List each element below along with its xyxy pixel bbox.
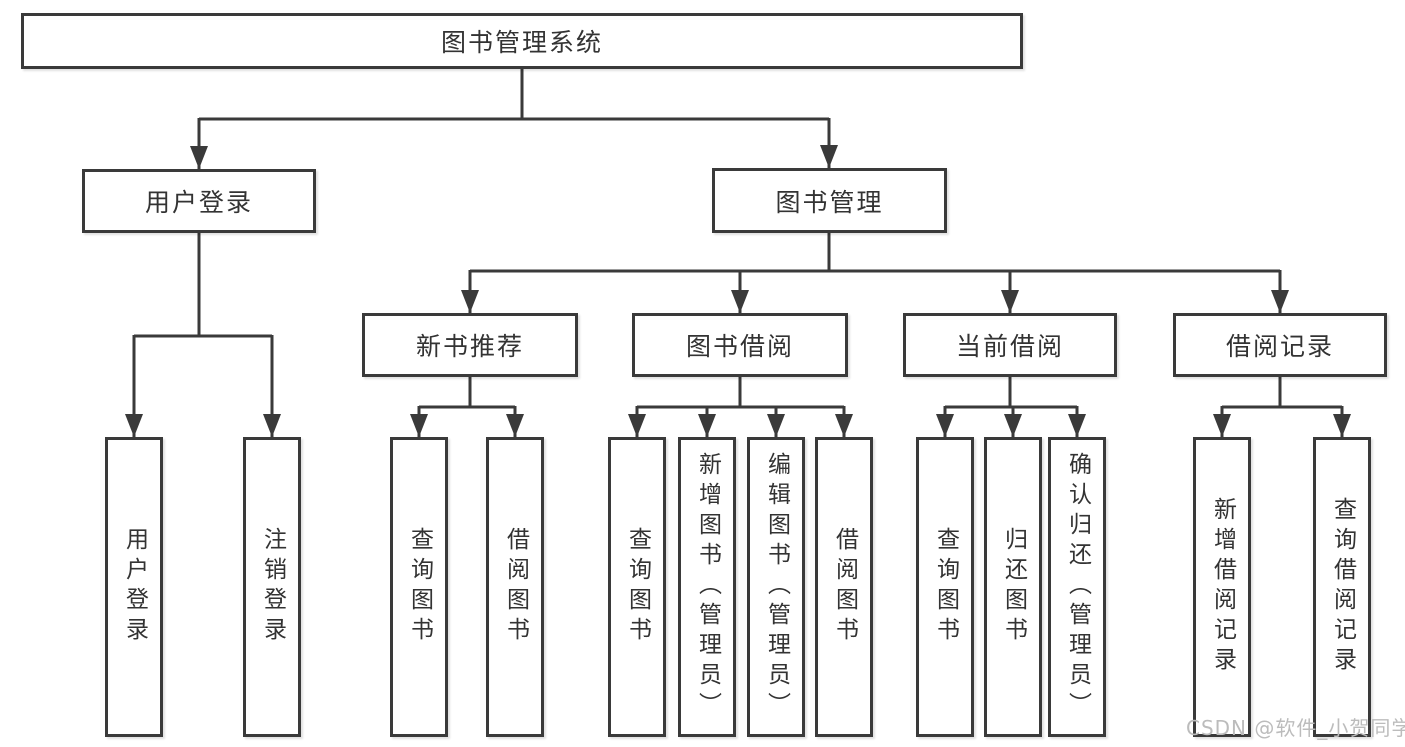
connector-root	[199, 68, 829, 121]
connector-book-borrow	[637, 377, 844, 409]
connector-user-login	[134, 233, 272, 338]
leaf-newbooks-borrow-books: 借阅图书	[486, 437, 544, 737]
node-current-borrow: 当前借阅	[903, 313, 1117, 377]
watermark: CSDN @软件_小贺同学	[1186, 716, 1405, 740]
leaf-logout: 注销登录	[243, 437, 301, 737]
connector-new-books	[419, 377, 515, 409]
leaf-user-login: 用户登录	[105, 437, 163, 737]
node-new-book-recommend: 新书推荐	[362, 313, 578, 377]
node-root-title: 图书管理系统	[21, 13, 1023, 69]
leaf-newbooks-query-books: 查询图书	[390, 437, 448, 737]
node-borrow-records: 借阅记录	[1173, 313, 1387, 377]
leaf-borrow-query-books: 查询图书	[608, 437, 666, 737]
leaf-current-return-books: 归还图书	[984, 437, 1042, 737]
leaf-borrow-edit-books-admin: 编辑图书（管理员）	[747, 437, 805, 737]
node-book-management: 图书管理	[712, 168, 947, 233]
node-book-borrow: 图书借阅	[632, 313, 848, 377]
connector-book-management	[470, 233, 1280, 273]
leaf-current-query-books: 查询图书	[916, 437, 974, 737]
leaf-records-query-record: 查询借阅记录	[1313, 437, 1371, 737]
leaf-borrow-add-books-admin: 新增图书（管理员）	[678, 437, 736, 737]
connector-borrow-records	[1222, 377, 1342, 409]
leaf-records-add-record: 新增借阅记录	[1193, 437, 1251, 737]
leaf-borrow-borrow-books: 借阅图书	[815, 437, 873, 737]
node-user-login: 用户登录	[82, 169, 316, 233]
leaf-current-confirm-return-admin: 确认归还（管理员）	[1048, 437, 1106, 737]
connector-current-borrow	[945, 377, 1077, 409]
